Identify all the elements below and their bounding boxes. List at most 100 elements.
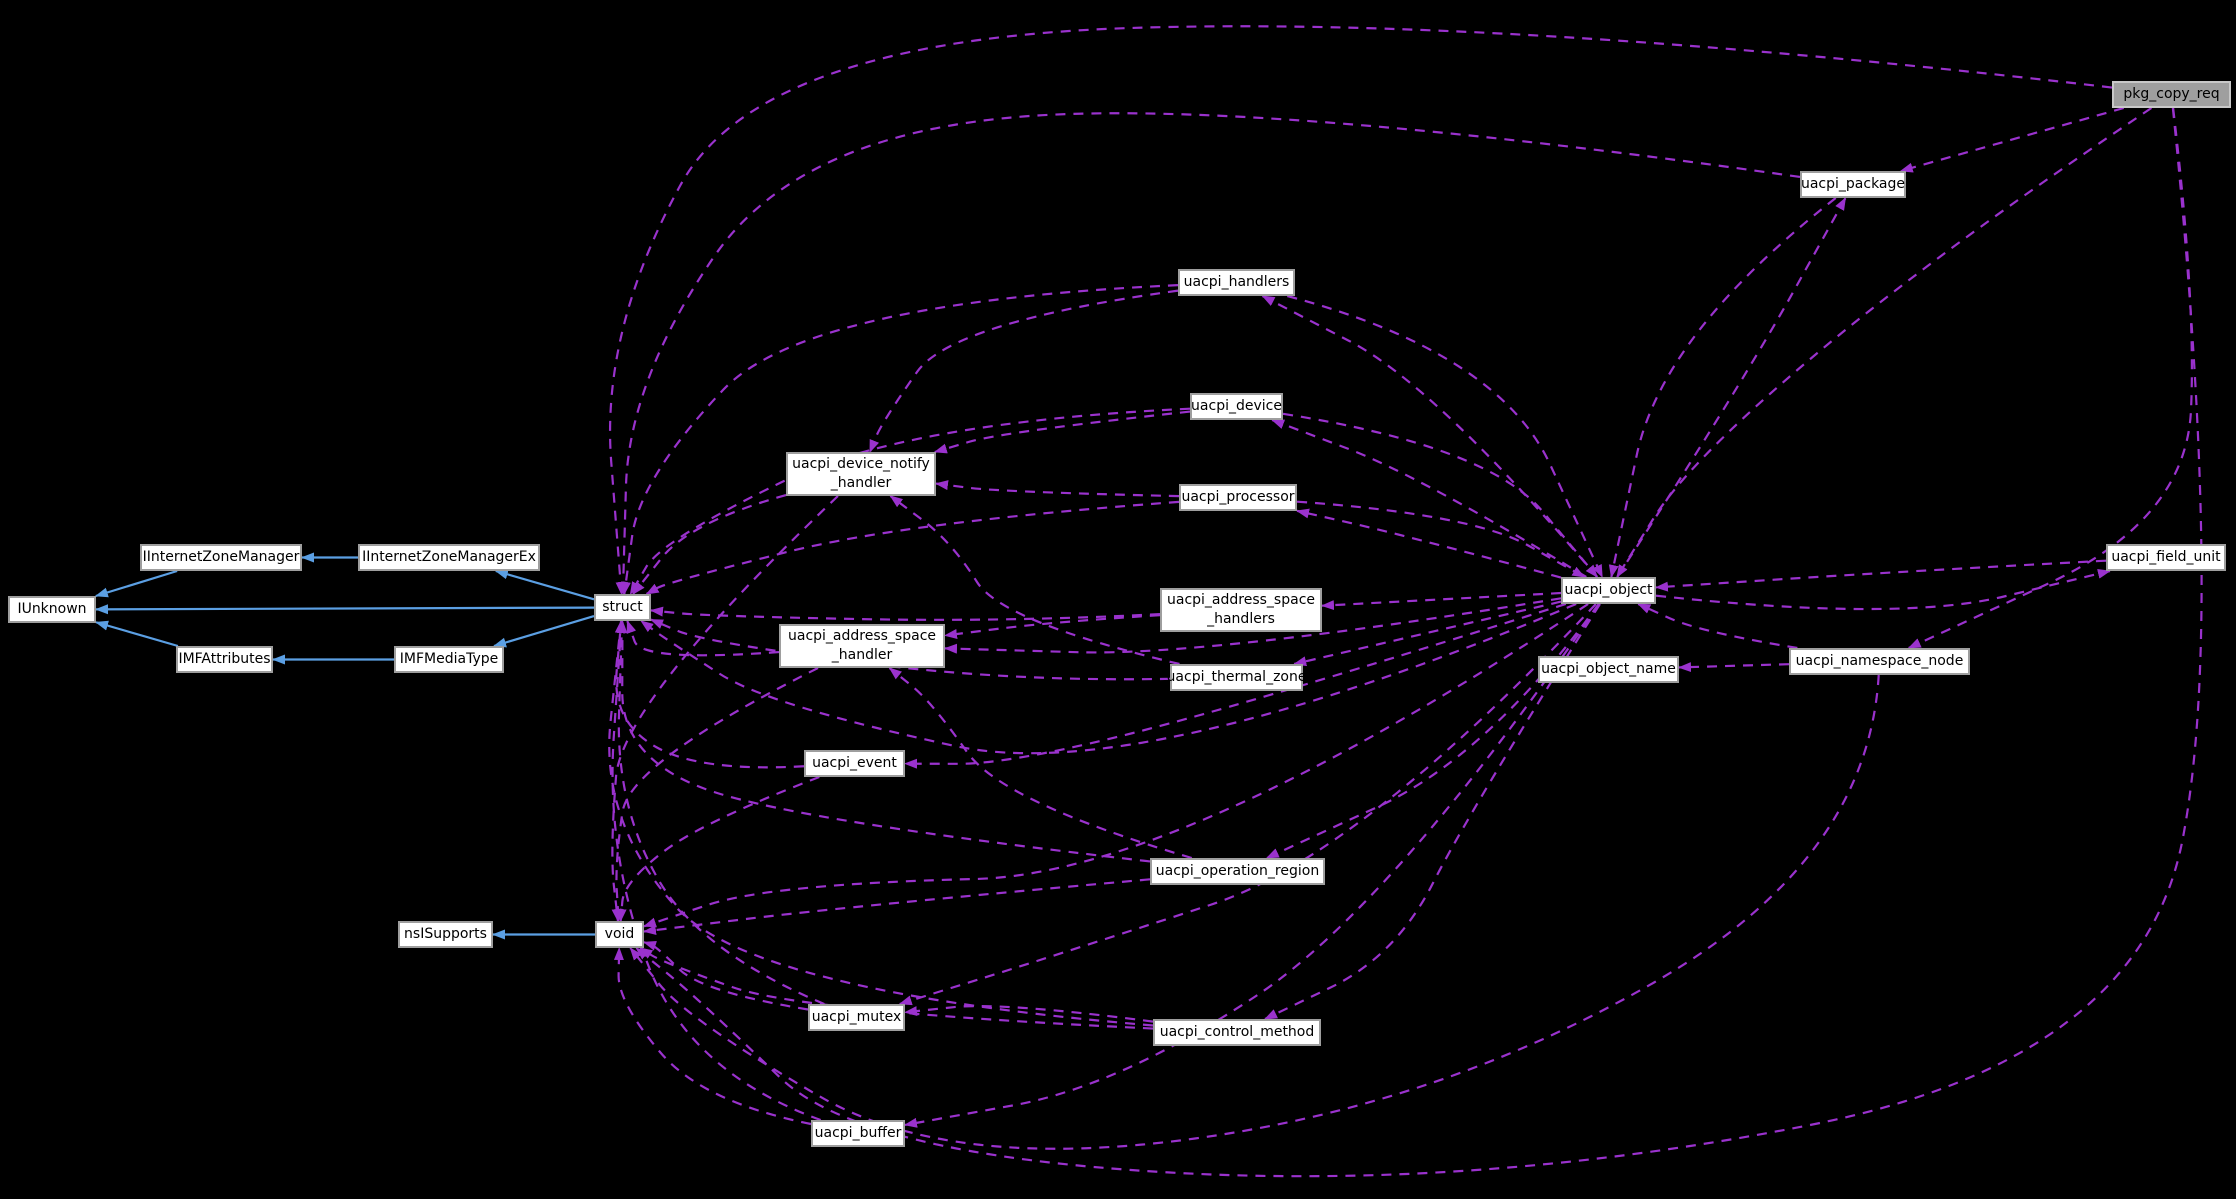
node-IInternetZoneManagerEx[interactable]: IInternetZoneManagerEx	[358, 544, 540, 571]
node-label: uacpi_object	[1564, 582, 1653, 598]
edge-uacpi_event-struct	[615, 620, 805, 769]
edge-uacpi_namespace_node-uacpi_object	[1637, 602, 1798, 650]
node-uacpi_buffer[interactable]: uacpi_buffer	[811, 1120, 905, 1147]
node-label: uacpi_address_space _handler	[788, 628, 936, 663]
edge-uacpi_object-void	[643, 603, 1589, 928]
node-uacpi_namespace_node[interactable]: uacpi_namespace_node	[1789, 648, 1970, 675]
edge-uacpi_event-void	[616, 775, 820, 922]
edge-uacpi_address_space_handler-struct	[626, 620, 780, 657]
node-uacpi_address_space_handlers[interactable]: uacpi_address_space _handlers	[1160, 588, 1322, 632]
node-uacpi_control_method[interactable]: uacpi_control_method	[1153, 1019, 1321, 1046]
node-label: uacpi_address_space _handlers	[1167, 592, 1315, 627]
node-label: uacpi_package	[1800, 176, 1906, 192]
node-IMFAttributes[interactable]: IMFAttributes	[176, 646, 273, 673]
node-uacpi_object_name[interactable]: uacpi_object_name	[1538, 656, 1679, 683]
node-label: nsISupports	[404, 926, 487, 942]
node-label: uacpi_namespace_node	[1795, 653, 1964, 669]
edge-uacpi_device_notify_handler-void	[611, 495, 839, 922]
node-uacpi_handlers[interactable]: uacpi_handlers	[1178, 269, 1295, 296]
node-label: uacpi_thermal_zone	[1166, 669, 1307, 685]
edge-uacpi_object-uacpi_processor	[1296, 508, 1562, 579]
edge-uacpi_object-uacpi_address_space_handler	[944, 597, 1562, 654]
edge-uacpi_buffer-void	[613, 947, 812, 1126]
edge-uacpi_object-uacpi_field_unit	[1655, 568, 2111, 611]
node-label: IUnknown	[17, 601, 87, 617]
node-uacpi_field_unit[interactable]: uacpi_field_unit	[2106, 544, 2226, 571]
node-uacpi_package[interactable]: uacpi_package	[1800, 171, 1906, 198]
edge-uacpi_processor-struct	[645, 500, 1180, 595]
edge-uacpi_control_method-uacpi_mutex	[904, 1004, 1154, 1023]
edge-pkg_copy_req-uacpi_object	[1615, 107, 2153, 578]
node-label: uacpi_buffer	[814, 1125, 902, 1141]
edge-uacpi_object-uacpi_operation_region	[1265, 603, 1600, 859]
edge-struct-IMFMediaType	[493, 614, 595, 648]
node-label: pkg_copy_req	[2123, 86, 2220, 102]
node-label: void	[604, 926, 635, 942]
edge-uacpi_object-struct	[640, 602, 1577, 755]
edge-uacpi_device-struct	[629, 407, 1191, 595]
node-uacpi_processor[interactable]: uacpi_processor	[1179, 484, 1297, 511]
edge-IMFAttributes-IUnknown	[95, 620, 179, 648]
edge-uacpi_mutex-struct	[616, 620, 825, 1006]
edge-struct-IInternetZoneManagerEx	[494, 569, 595, 601]
node-uacpi_device[interactable]: uacpi_device	[1190, 393, 1283, 420]
edge-uacpi_address_space_handlers-uacpi_address_space_handler	[944, 614, 1161, 639]
edge-uacpi_object-uacpi_handlers	[1261, 295, 1598, 578]
node-label: uacpi_mutex	[811, 1009, 902, 1025]
node-uacpi_address_space_handler[interactable]: uacpi_address_space _handler	[779, 624, 945, 668]
edge-uacpi_mutex-void	[643, 941, 809, 1011]
node-label: uacpi_control_method	[1159, 1024, 1315, 1040]
node-nsISupports[interactable]: nsISupports	[398, 921, 493, 948]
node-label: struct	[602, 599, 643, 615]
node-label: IMFAttributes	[178, 651, 271, 667]
node-uacpi_mutex[interactable]: uacpi_mutex	[808, 1004, 905, 1031]
node-label: uacpi_field_unit	[2111, 549, 2221, 565]
edge-pkg_copy_req-struct	[608, 25, 2113, 595]
node-uacpi_object[interactable]: uacpi_object	[1561, 577, 1656, 604]
edge-pkg_copy_req-uacpi_package	[1899, 106, 2125, 173]
edge-uacpi_handlers-uacpi_object	[1287, 294, 1604, 578]
edge-uacpi_object-uacpi_thermal_zone	[1293, 600, 1562, 667]
edge-IInternetZoneManager-IUnknown	[94, 569, 178, 598]
node-uacpi_operation_region[interactable]: uacpi_operation_region	[1150, 858, 1325, 885]
edge-uacpi_address_space_handler-void	[612, 667, 819, 922]
node-label: uacpi_handlers	[1183, 274, 1290, 290]
node-IInternetZoneManager[interactable]: IInternetZoneManager	[140, 544, 302, 571]
node-label: IInternetZoneManager	[142, 549, 300, 565]
node-uacpi_device_notify_handler[interactable]: uacpi_device_notify _handler	[786, 452, 936, 496]
edge-uacpi_processor-uacpi_object	[1296, 500, 1586, 578]
edge-uacpi_control_method-struct	[608, 620, 1154, 1027]
node-label: IInternetZoneManagerEx	[362, 549, 536, 565]
node-label: uacpi_device	[1191, 398, 1282, 414]
edge-uacpi_package-uacpi_object	[1608, 197, 1837, 578]
edge-uacpi_object-uacpi_address_space_handlers	[1321, 591, 1562, 611]
node-uacpi_event[interactable]: uacpi_event	[804, 750, 905, 777]
edge-uacpi_object-uacpi_control_method	[1264, 603, 1601, 1020]
node-label: uacpi_processor	[1181, 489, 1295, 505]
node-IMFMediaType[interactable]: IMFMediaType	[394, 646, 504, 673]
node-label: uacpi_event	[812, 755, 897, 771]
node-label: uacpi_device_notify _handler	[792, 456, 930, 491]
edge-uacpi_package-struct	[618, 112, 1801, 595]
edge-uacpi_device-uacpi_device_notify_handler	[933, 410, 1191, 454]
edge-uacpi_object-uacpi_event	[904, 602, 1567, 769]
node-uacpi_thermal_zone[interactable]: uacpi_thermal_zone	[1167, 664, 1306, 691]
edge-uacpi_object-uacpi_mutex	[898, 603, 1597, 1006]
node-label: IMFMediaType	[399, 651, 499, 667]
edge-uacpi_control_method-void	[639, 947, 1154, 1030]
edge-uacpi_object-uacpi_device	[1271, 418, 1587, 578]
node-IUnknown[interactable]: IUnknown	[8, 596, 96, 623]
edge-uacpi_buffer-struct	[611, 620, 822, 1122]
edge-uacpi_device-uacpi_object	[1282, 412, 1599, 578]
node-label: uacpi_object_name	[1541, 661, 1676, 677]
edge-uacpi_address_space_handlers-struct	[650, 606, 1161, 621]
node-struct[interactable]: struct	[594, 594, 651, 621]
node-void[interactable]: void	[595, 921, 644, 948]
edge-uacpi_operation_region-uacpi_address_space_handler	[888, 667, 1193, 860]
edge-uacpi_object-uacpi_buffer	[904, 603, 1601, 1128]
edge-uacpi_handlers-uacpi_device_notify_handler	[868, 289, 1179, 453]
edge-uacpi_operation_region-struct	[617, 620, 1151, 863]
node-pkg_copy_req[interactable]: pkg_copy_req	[2112, 81, 2231, 108]
